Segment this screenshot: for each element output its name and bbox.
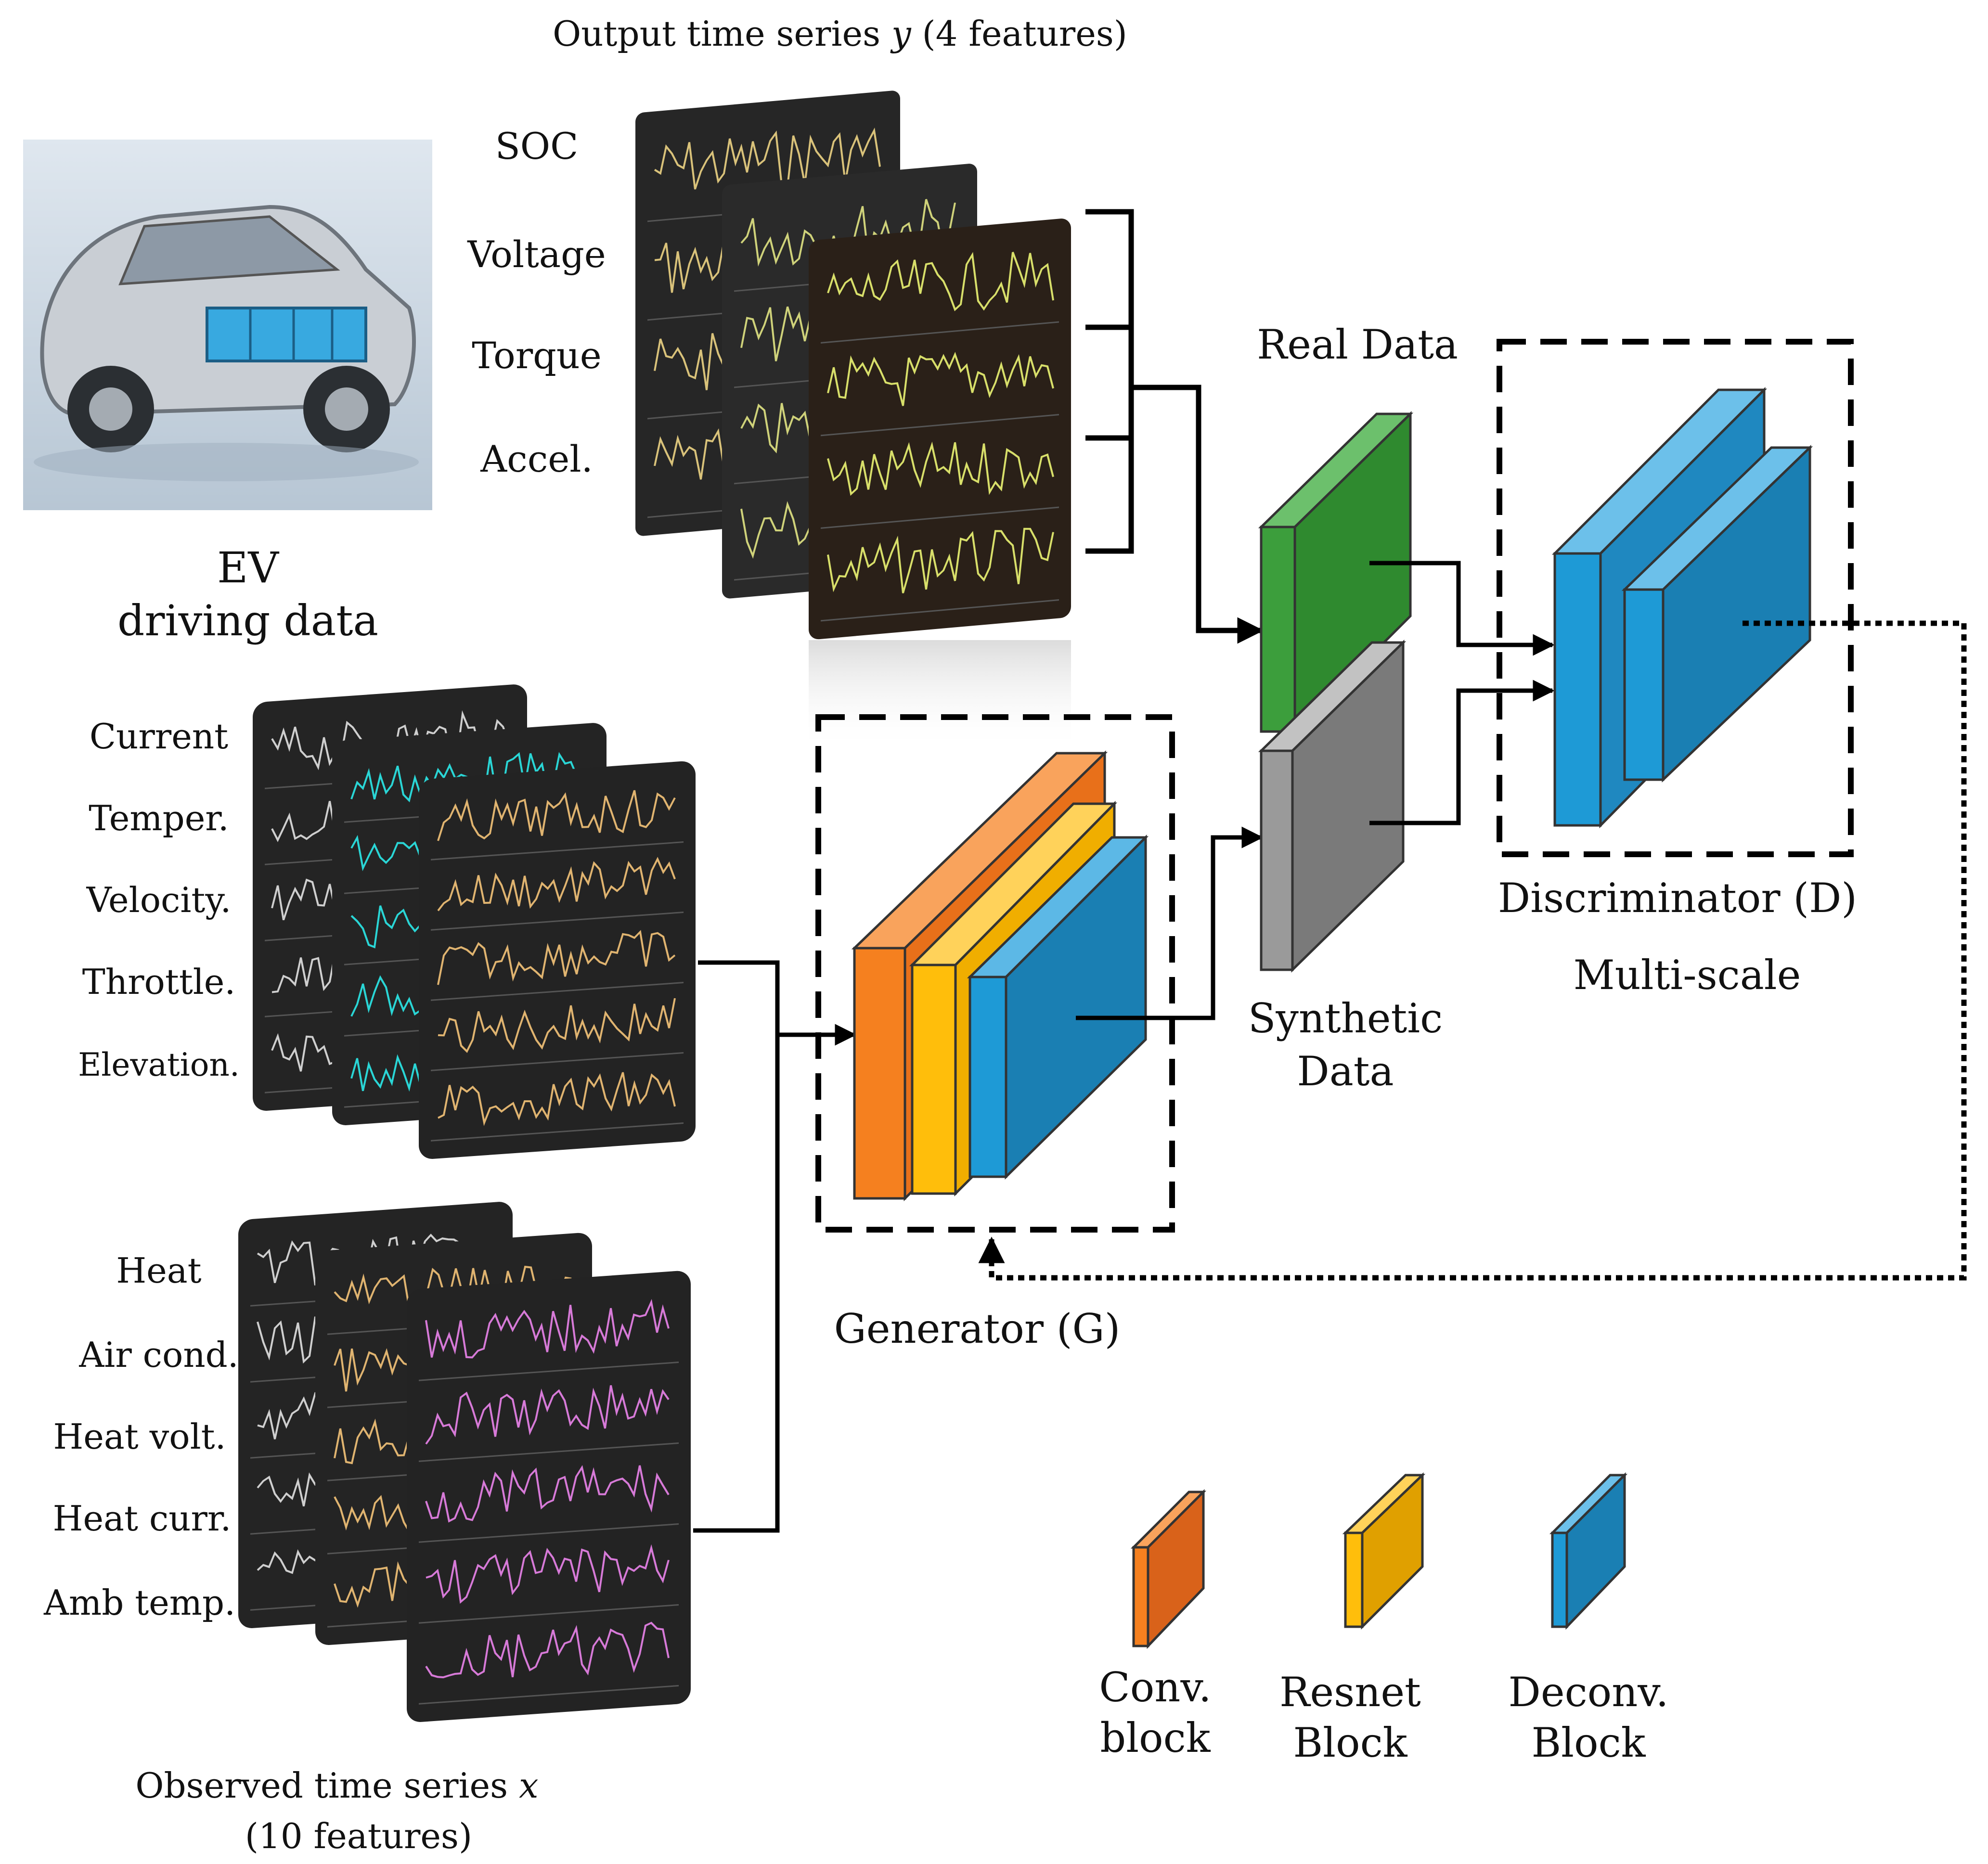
real-data-block [1258,411,1414,735]
panel-separator [821,414,1059,437]
observed-series-panels-2 [238,1202,691,1722]
discriminator-block-front [1621,445,1813,783]
observed-series-panels-1 [253,684,696,1159]
synthetic-data-block [1258,640,1407,973]
panel-separator [821,599,1059,622]
output-feature-label: Accel. [480,437,593,480]
feedback-dotted-arrow [978,620,1967,1281]
signal-trace [334,1265,572,1315]
signal-trace [257,1234,495,1286]
panel-separator [431,982,684,1001]
generator-box [815,714,1175,1233]
ev-car-image [23,140,432,510]
legend-conv [1130,1489,1207,1649]
generator-label: Generator (G) [834,1305,1121,1352]
panel-separator [821,321,1059,344]
signal-trace [827,527,1054,593]
observed-feature-label: Air cond. [78,1335,238,1375]
observed-feature-label: Elevation. [78,1046,240,1083]
signal-trace [437,857,676,912]
output-feature-label: SOC [495,125,579,167]
ev-label-line1: EV [217,543,279,592]
panel-separator [419,1523,679,1543]
signal-trace [438,998,676,1053]
legend-resnet-label-line1: Resnet [1279,1669,1421,1716]
signal-trace [827,441,1054,496]
synthetic-data-label-line1: Synthetic [1248,995,1443,1042]
signal-trace [827,352,1054,406]
legend-conv-label-line2: block [1100,1714,1211,1761]
signal-trace [438,1072,676,1126]
discriminator-label: Discriminator (D) [1498,874,1857,922]
output-series-title: Output time series y (4 features) [553,13,1127,54]
output-series-panels [635,90,1071,751]
real-data-label: Real Data [1257,321,1458,368]
generator-deconv-block [967,834,1149,1180]
panel-separator [419,1684,679,1705]
observed-feature-label: Heat curr. [53,1498,232,1539]
observed-feature-label: Heat volt. [53,1416,226,1457]
observed-feature-label: Amb temp. [43,1582,235,1623]
synthetic-data-label-line2: Data [1297,1048,1394,1095]
observed-series-caption: Observed time series x [135,1765,538,1806]
panel-separator [419,1361,679,1381]
observed-to-generator-arrow [693,960,857,1533]
signal-trace [654,128,881,190]
output-feature-label: Torque [472,334,601,377]
ev-label-line2: driving data [117,596,378,645]
legend-deconv [1549,1472,1628,1630]
output-panel-front [809,219,1071,640]
legend-resnet [1342,1472,1426,1630]
observed-feature-label: Temper. [89,798,229,838]
output-feature-label: Voltage [467,233,606,276]
panel-separator [431,912,684,931]
observed-feature-label: Current [90,716,228,757]
signal-trace [437,930,676,985]
signal-trace [437,790,676,841]
observed-feature-label: Heat [116,1250,201,1291]
legend-deconv-label-line1: Deconv. [1509,1669,1669,1716]
panel-separator [419,1604,679,1624]
panel-separator [419,1442,679,1462]
data-to-discriminator-arrows [1369,561,1555,825]
panel-separator [431,1052,684,1071]
signal-trace [425,1385,670,1445]
observed-series-caption-line2: (10 features) [245,1816,472,1856]
discriminator-sublabel: Multi-scale [1574,951,1801,999]
panel-separator [431,841,684,861]
output-bracket [1085,209,1264,644]
generator-to-synthetic-arrow [1076,826,1264,1020]
observed-feature-label: Velocity. [86,880,232,920]
signal-trace [425,1621,670,1679]
signal-trace [425,1465,670,1523]
signal-trace [426,1544,670,1604]
legend-conv-label-line1: Conv. [1099,1664,1211,1711]
signal-trace [425,1299,670,1359]
legend-resnet-label-line2: Block [1293,1719,1407,1766]
discriminator-box [1497,339,1854,857]
signal-trace [827,252,1054,311]
legend-deconv-label-line2: Block [1531,1719,1646,1766]
panel-separator [821,506,1059,529]
observed-feature-label: Throttle. [82,962,236,1002]
panel-separator [431,1122,684,1142]
